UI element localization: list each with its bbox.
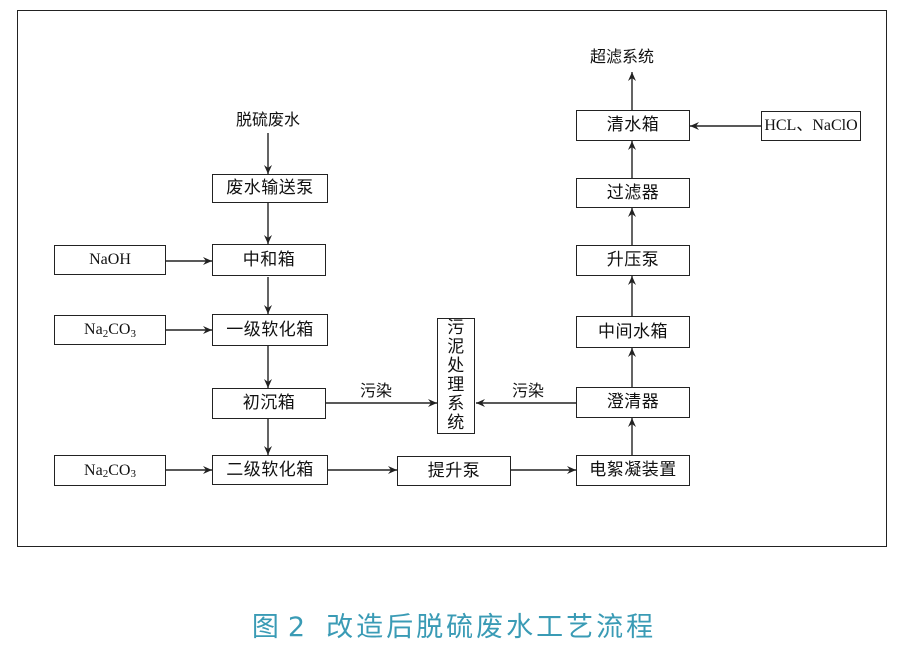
primary-settling-tank: 初沉箱 xyxy=(212,388,326,419)
pollution-label-right: 污染 xyxy=(512,381,545,400)
secondary-softening-tank: 二级软化箱 xyxy=(212,455,328,485)
desulfurization-wastewater-label: 脱硫废水 xyxy=(236,110,301,129)
figure-number: 2 xyxy=(287,612,309,643)
filter: 过滤器 xyxy=(576,178,690,208)
hcl-naclo-dosing: HCL、NaClO xyxy=(761,111,861,141)
lift-pump: 提升泵 xyxy=(397,456,511,486)
primary-softening-tank: 一级软化箱 xyxy=(212,314,328,346)
naoh-dosing: NaOH xyxy=(54,245,166,275)
figure-title: 改造后脱硫废水工艺流程 xyxy=(326,612,657,643)
sludge-treatment-system: 污 泥 处 理 系 统 xyxy=(437,318,475,434)
diagram-frame xyxy=(17,10,887,547)
booster-pump: 升压泵 xyxy=(576,245,690,276)
pollution-label-left: 污染 xyxy=(360,381,393,400)
clarifier: 澄清器 xyxy=(576,387,690,418)
figure-prefix: 图 xyxy=(251,612,282,643)
wastewater-transfer-pump: 废水输送泵 xyxy=(212,174,328,203)
clean-water-tank: 清水箱 xyxy=(576,110,690,141)
intermediate-water-tank: 中间水箱 xyxy=(576,316,690,348)
neutralization-tank: 中和箱 xyxy=(212,244,326,276)
electroflocculation-unit: 电絮凝装置 xyxy=(576,455,690,486)
ultrafiltration-system-label: 超滤系统 xyxy=(590,47,655,66)
